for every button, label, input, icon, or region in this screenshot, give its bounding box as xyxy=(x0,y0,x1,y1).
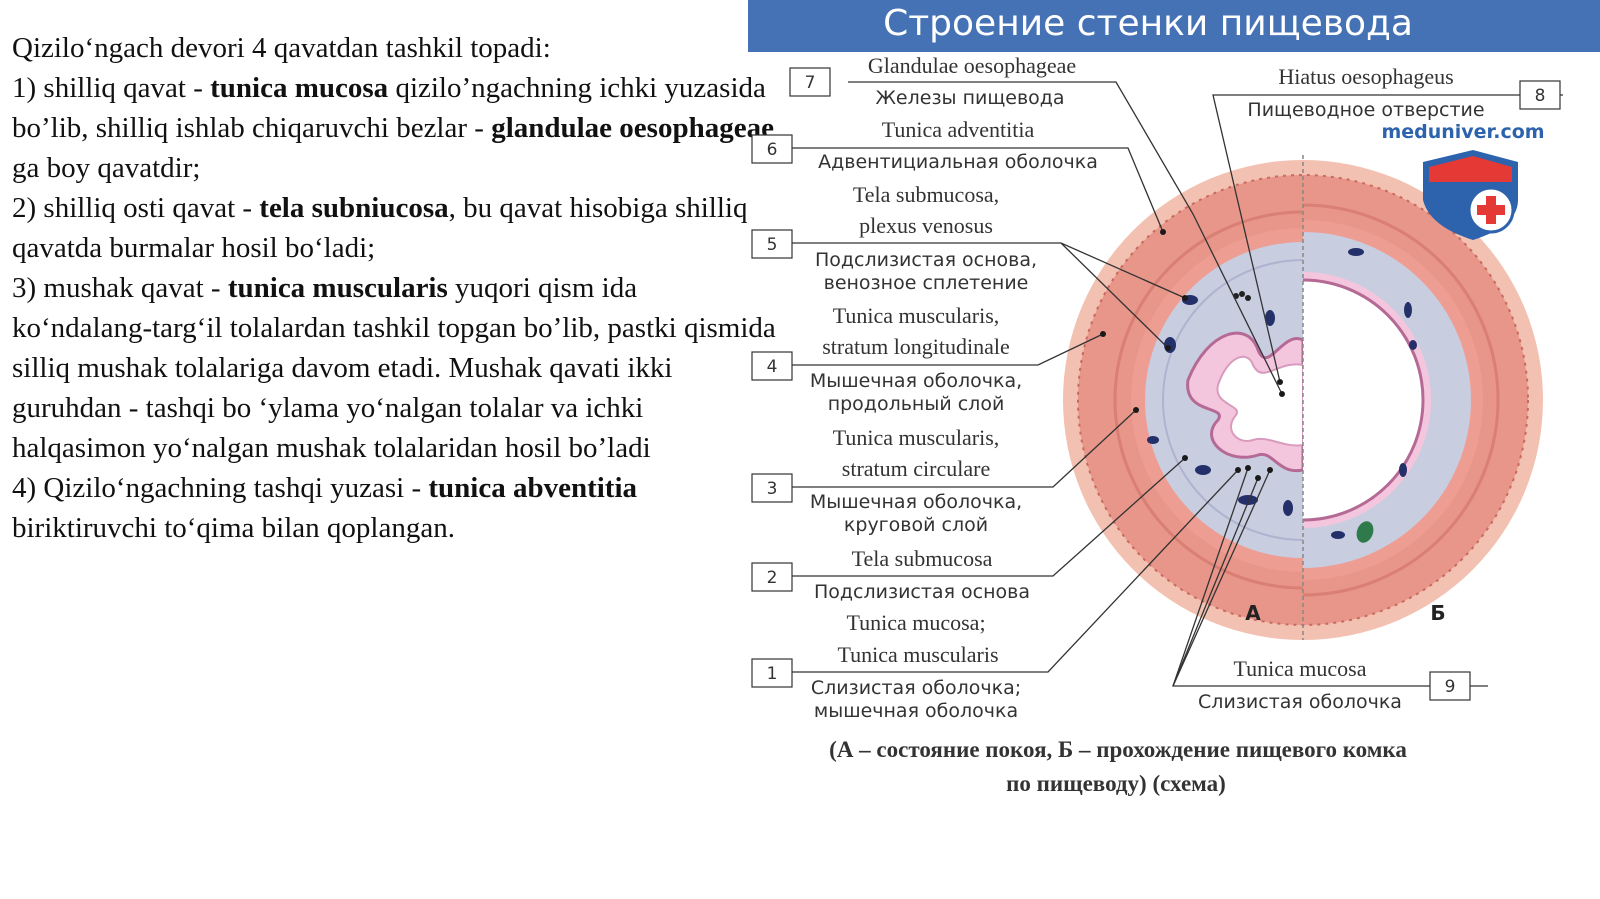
label-5-ru-2: венозное сплетение xyxy=(824,272,1029,294)
label-7-latin: Glandulae oesophageae xyxy=(868,53,1076,78)
label-6-latin: Tunica adventitia xyxy=(882,117,1035,142)
term-glandulae: glandulae oesophageae xyxy=(491,112,774,144)
item-3-text-cont: yuqori qism ida ko‘ndalang-targ‘il tolal… xyxy=(12,272,776,464)
esophagus-wall-figure: Строение стенки пищевода xyxy=(748,0,1600,899)
label-3-ru-2: круговой слой xyxy=(844,514,988,536)
num-box-3 xyxy=(751,473,793,503)
intro-line: Qizilo‘ngach devori 4 qavatdan tashkil t… xyxy=(12,32,551,64)
label-4-ru-1: Мышечная оболочка, xyxy=(810,370,1022,392)
gland-b xyxy=(1356,521,1374,543)
item-1-text-cont: qizilo’ngachning ichki yuzasida bo’lib, … xyxy=(12,72,766,144)
label-4-latin-2: stratum longitudinale xyxy=(822,334,1010,359)
caption-line-2: по пищеводу) (схема) xyxy=(1006,771,1226,796)
num-3: 3 xyxy=(767,479,778,499)
label-9-latin: Tunica mucosa xyxy=(1233,656,1366,681)
label-5-latin-1: Tela submucosa, xyxy=(853,182,999,207)
num-box-2 xyxy=(751,562,793,592)
glands-a xyxy=(1233,291,1251,301)
label-5-latin-2: plexus venosus xyxy=(859,213,993,238)
caption-line-1: (А – состояние покоя, Б – прохождение пи… xyxy=(829,737,1407,762)
label-2-latin: Tela submucosa xyxy=(852,546,993,571)
num-1: 1 xyxy=(767,664,778,684)
meduniver-logo xyxy=(1423,150,1518,240)
label-6-ru: Адвентициальная оболочка xyxy=(818,151,1098,173)
item-3-text: 3) mushak qavat - xyxy=(12,272,228,304)
label-9-ru: Слизистая оболочка xyxy=(1198,691,1402,713)
label-1-latin-2: Tunica muscularis xyxy=(837,642,998,667)
panel-b-label: Б xyxy=(1430,601,1445,625)
num-box-6 xyxy=(751,134,793,164)
panel-a-label: А xyxy=(1245,601,1261,625)
leader-dots xyxy=(1100,229,1285,481)
label-4-ru-2: продольный слой xyxy=(828,393,1005,415)
num-5: 5 xyxy=(767,235,778,255)
label-1-ru-1: Слизистая оболочка; xyxy=(811,677,1021,699)
term-tela-submucosa: tela subniucosa xyxy=(259,192,449,224)
term-tunica-adventitia: tunica abventitia xyxy=(428,472,638,504)
item-2-text-cont: , bu qavat hisobiga shilliq qavatda burm… xyxy=(12,192,748,264)
num-box-8 xyxy=(1519,80,1561,110)
item-1-text: 1) shilliq qavat - xyxy=(12,72,211,104)
cross-section-b xyxy=(1303,160,1543,640)
title-banner xyxy=(748,0,1600,52)
label-3-ru-1: Мышечная оболочка, xyxy=(810,491,1022,513)
item-2-text: 2) shilliq osti qavat - xyxy=(12,192,260,224)
item-4-text-cont: biriktiruvchi to‘qima bilan qoplangan. xyxy=(12,512,455,544)
vessels-b xyxy=(1331,248,1417,539)
term-tunica-muscularis: tunica muscularis xyxy=(227,272,448,304)
leader-lines xyxy=(790,81,1563,687)
term-tunica-mucosa: tunica mucosa xyxy=(210,72,389,104)
num-box-7 xyxy=(789,67,831,97)
label-3-latin-1: Tunica muscularis, xyxy=(833,425,1000,450)
num-9: 9 xyxy=(1445,677,1456,697)
num-box-5 xyxy=(751,229,793,259)
num-box-9 xyxy=(1429,671,1471,701)
site-name: meduniver.com xyxy=(1381,121,1544,143)
item-1-text-end: ga boy qavatdir; xyxy=(12,152,201,184)
num-2: 2 xyxy=(767,568,778,588)
label-7-ru: Железы пищевода xyxy=(875,87,1064,109)
label-8-ru: Пищеводное отверстие xyxy=(1247,99,1484,121)
number-boxes: 7 6 5 4 3 2 1 8 9 xyxy=(751,67,1561,701)
num-box-4 xyxy=(751,351,793,381)
label-1-ru-2: мышечная оболочка xyxy=(814,700,1018,722)
label-8-latin: Hiatus oesophageus xyxy=(1278,64,1453,89)
num-7: 7 xyxy=(805,73,816,93)
cross-section-a xyxy=(1063,160,1303,640)
label-3-latin-2: stratum circulare xyxy=(842,456,990,481)
russian-labels: Железы пищевода Адвентициальная оболочка… xyxy=(810,87,1485,722)
explanation-text: Qizilo‘ngach devori 4 qavatdan tashkil t… xyxy=(12,28,777,548)
num-box-1 xyxy=(751,658,793,688)
num-4: 4 xyxy=(767,357,778,377)
latin-labels: Glandulae oesophageae Tunica adventitia … xyxy=(822,53,1453,681)
num-6: 6 xyxy=(767,140,778,160)
label-4-latin-1: Tunica muscularis, xyxy=(833,303,1000,328)
label-2-ru: Подслизистая основа xyxy=(814,581,1030,603)
label-5-ru-1: Подслизистая основа, xyxy=(815,249,1037,271)
item-4-text: 4) Qizilo‘ngachning tashqi yuzasi - xyxy=(12,472,429,504)
label-1-latin-1: Tunica mucosa; xyxy=(846,610,985,635)
num-8: 8 xyxy=(1535,86,1546,106)
figure-title: Строение стенки пищевода xyxy=(883,3,1413,44)
